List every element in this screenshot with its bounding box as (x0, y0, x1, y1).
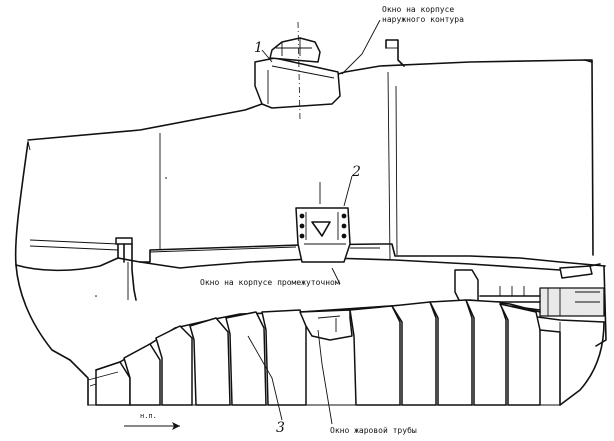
dot-mark (165, 177, 167, 179)
dot-mark (95, 295, 97, 297)
flow-direction-indicator: н.п. (124, 412, 180, 430)
flame-tube-window-label: Окно жаровой трубы (330, 425, 417, 435)
intermediate-casing (15, 237, 606, 361)
intermediate-window-fitting (295, 182, 351, 263)
lower-right-fairing (69, 321, 605, 406)
outer-window-boss (254, 21, 405, 121)
outer-window-label-line2: наружного контура (382, 15, 464, 24)
callout-1: 1 (254, 40, 263, 56)
outer-window-label-line1: Окно на корпусе (382, 5, 454, 14)
callout-2: 2 (351, 164, 361, 180)
callout-3: 3 (276, 420, 285, 436)
leader-lines (247, 19, 381, 425)
flow-direction-label: н.п. (140, 412, 157, 420)
arrow-right-icon (172, 422, 180, 430)
intermediate-window-label: Окно на корпусе промежуточном (200, 278, 340, 287)
flame-tube (87, 299, 561, 406)
